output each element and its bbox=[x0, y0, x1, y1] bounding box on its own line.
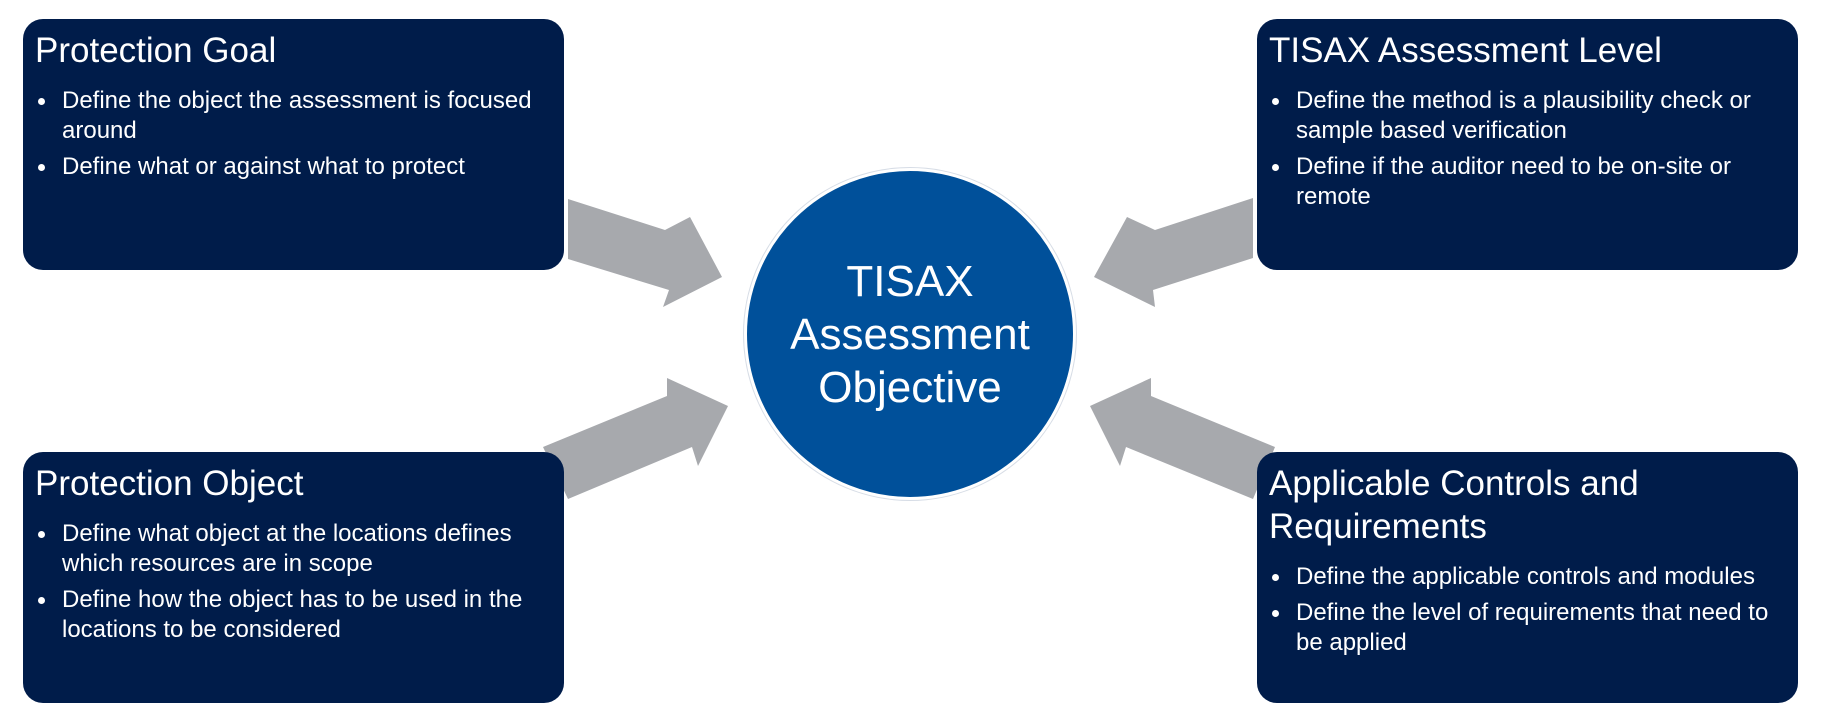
arrow-protection-object bbox=[543, 378, 728, 499]
assessment-level-list: Define the method is a plausibility chec… bbox=[1269, 86, 1786, 212]
list-item: Define the method is a plausibility chec… bbox=[1272, 86, 1786, 146]
arrow-controls bbox=[1090, 378, 1275, 499]
list-item: Define the object the assessment is focu… bbox=[38, 86, 552, 146]
protection-object-list: Define what object at the locations defi… bbox=[35, 519, 552, 645]
arrow-assessment-level bbox=[1094, 198, 1253, 307]
center-label: TISAX Assessment Objective bbox=[780, 255, 1040, 414]
list-item: Define the level of requirements that ne… bbox=[1272, 598, 1786, 658]
protection-goal-box: Protection Goal Define the object the as… bbox=[23, 19, 564, 270]
controls-box: Applicable Controls and Requirements Def… bbox=[1257, 452, 1798, 703]
assessment-level-box: TISAX Assessment Level Define the method… bbox=[1257, 19, 1798, 270]
list-item: Define what or against what to protect bbox=[38, 152, 552, 182]
protection-goal-title: Protection Goal bbox=[35, 31, 277, 70]
controls-title: Applicable Controls and Requirements bbox=[1269, 464, 1639, 546]
list-item: Define how the object has to be used in … bbox=[38, 585, 552, 645]
controls-list: Define the applicable controls and modul… bbox=[1269, 562, 1786, 658]
center-label-line: Objective bbox=[818, 362, 1002, 412]
protection-goal-list: Define the object the assessment is focu… bbox=[35, 86, 552, 182]
arrow-protection-goal bbox=[568, 199, 722, 307]
list-item: Define the applicable controls and modul… bbox=[1272, 562, 1786, 592]
assessment-level-title: TISAX Assessment Level bbox=[1269, 31, 1662, 70]
protection-object-box: Protection Object Define what object at … bbox=[23, 452, 564, 703]
protection-object-title: Protection Object bbox=[35, 464, 304, 503]
list-item: Define if the auditor need to be on-site… bbox=[1272, 152, 1786, 212]
center-label-line: Assessment bbox=[790, 309, 1030, 359]
assessment-objective-circle: TISAX Assessment Objective bbox=[744, 168, 1076, 500]
center-label-line: TISAX bbox=[846, 256, 974, 306]
list-item: Define what object at the locations defi… bbox=[38, 519, 552, 579]
